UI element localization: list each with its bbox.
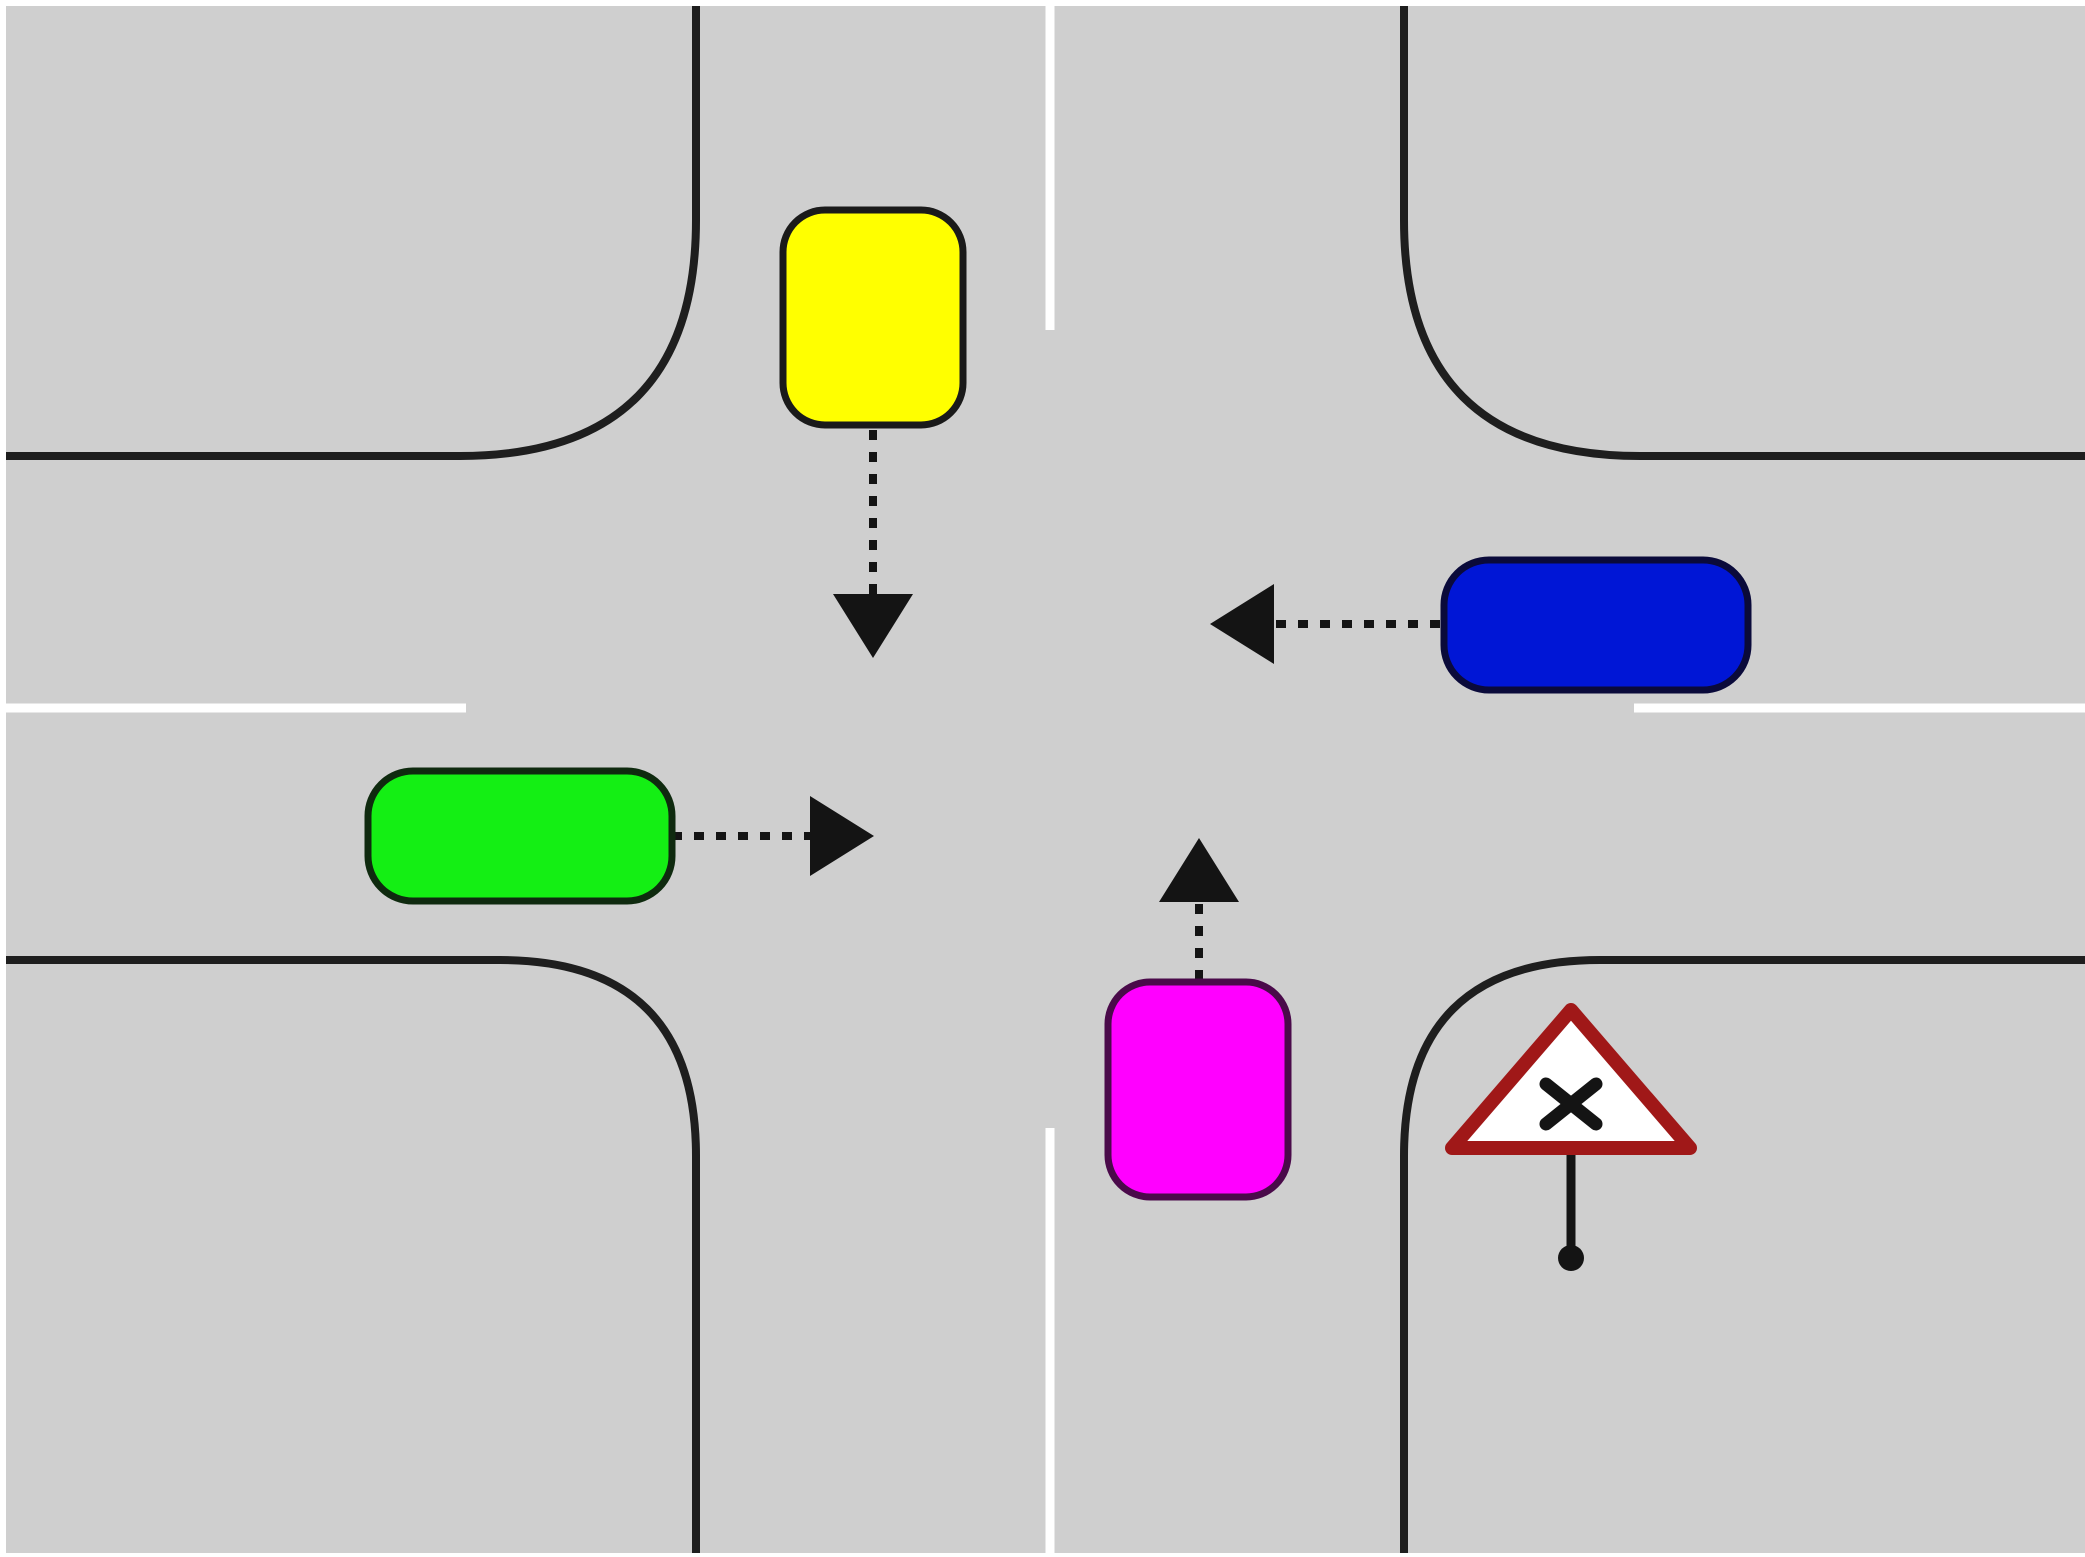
sign-post-base	[1558, 1245, 1584, 1271]
magenta-car	[1108, 982, 1288, 1197]
blue-car	[1444, 560, 1748, 690]
yellow-car	[783, 210, 963, 425]
green-car	[368, 771, 672, 901]
